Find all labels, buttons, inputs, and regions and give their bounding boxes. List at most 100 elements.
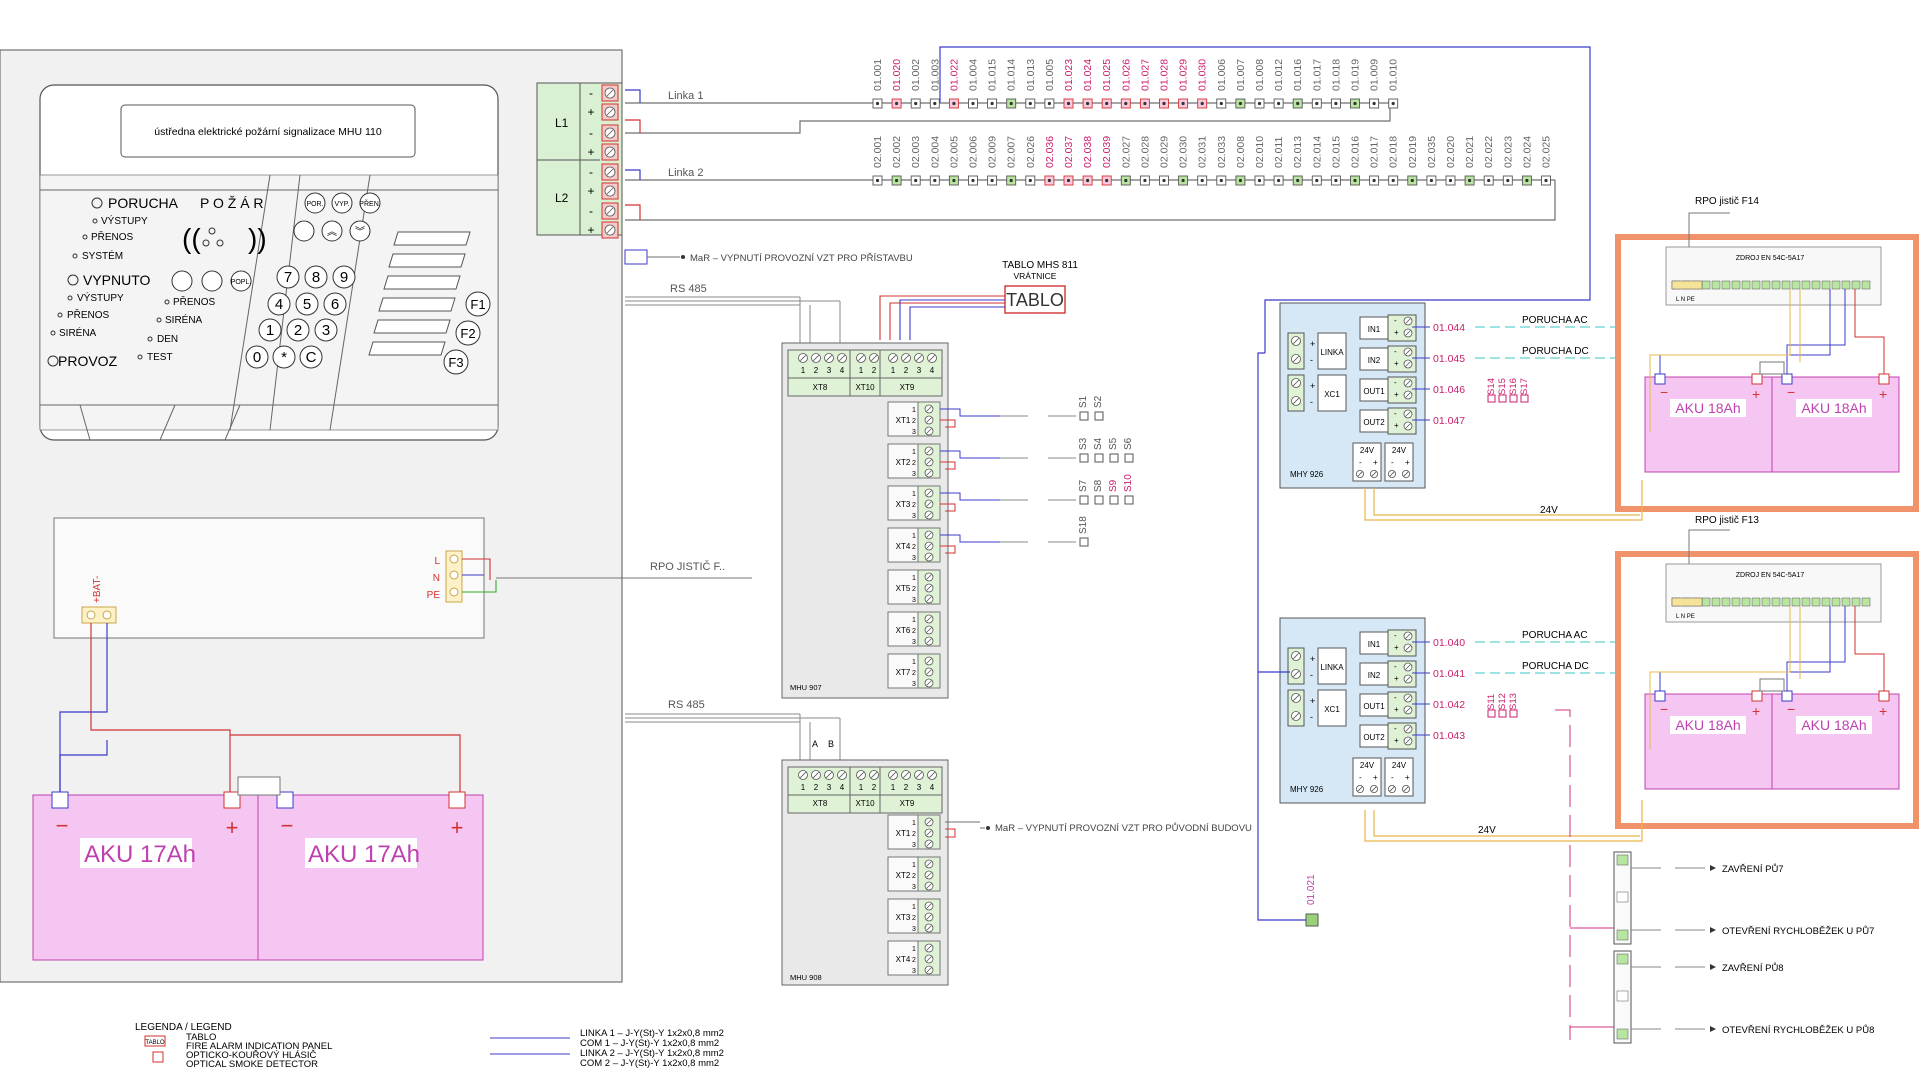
battery-aku18 — [1771, 376, 1900, 473]
button-por[interactable]: POR. — [304, 192, 326, 214]
detector-dot — [1372, 178, 1376, 183]
psu-terminal — [1761, 597, 1771, 607]
screw-slot — [929, 772, 935, 778]
keypad-key-4[interactable] — [267, 292, 291, 316]
detector-dot — [1200, 101, 1204, 106]
mhu908-xt8: XT8 — [813, 799, 828, 808]
module-pin-number: 4 — [840, 783, 845, 792]
detector-address: 02.013 — [1292, 136, 1304, 168]
relay-terminal — [1616, 1028, 1629, 1040]
screw-slot — [1293, 398, 1299, 404]
arrow-icon — [1710, 865, 1716, 871]
siren-label: S5 — [1108, 437, 1119, 450]
rpo-wire — [1688, 529, 1730, 564]
pin-number: 2 — [912, 670, 916, 677]
detector-dot — [1487, 178, 1491, 183]
detector-address: 02.025 — [1541, 136, 1553, 168]
rs485-bus-b — [625, 713, 841, 760]
function-key-F2[interactable] — [455, 320, 481, 346]
horn-button-icon[interactable] — [171, 270, 193, 292]
psu-terminal — [1761, 280, 1771, 290]
detector-dot — [990, 178, 994, 183]
detector-dot — [1219, 101, 1223, 106]
detector-address: 02.002 — [891, 136, 903, 168]
detector-dot — [1124, 101, 1128, 106]
keypad-key-0[interactable] — [245, 345, 269, 369]
psu-terminal — [1741, 280, 1751, 290]
relay-output-label: OTEVŘENÍ RYCHLOBĚŽEK U PŮ7 — [1722, 925, 1874, 937]
detector-address: 02.030 — [1178, 136, 1190, 168]
button-popl[interactable]: POPL. — [230, 270, 252, 292]
psu-terminal — [1731, 597, 1741, 607]
speaker-button-icon[interactable] — [293, 220, 315, 242]
detector-address: 01.025 — [1101, 59, 1113, 91]
siren-label: S11 — [1486, 694, 1497, 710]
screw-slot — [929, 355, 935, 361]
module-pin-number: 4 — [930, 783, 935, 792]
mhy-xc1-label: XC1 — [1324, 705, 1340, 714]
keypad-key-3[interactable] — [314, 318, 338, 342]
svg-text:−: − — [281, 813, 294, 838]
screw-slot — [858, 772, 864, 778]
detector-address: 01.018 — [1330, 59, 1342, 91]
detector-dot — [1296, 101, 1300, 106]
svg-text:−: − — [56, 813, 69, 838]
button-vyp[interactable]: VYP. — [331, 192, 353, 214]
aku18-label: AKU 18Ah — [1675, 717, 1740, 733]
chevron-down-button-icon[interactable] — [349, 220, 371, 242]
aku17-2-label: AKU 17Ah — [308, 841, 420, 868]
battery-link — [1759, 361, 1785, 375]
keypad-key-2[interactable] — [286, 318, 310, 342]
screw-slot — [926, 490, 932, 496]
keypad-key-5[interactable] — [295, 292, 319, 316]
detector-address: 02.011 — [1273, 137, 1285, 168]
svg-text:VYP.: VYP. — [334, 201, 349, 208]
psu-terminal — [1861, 280, 1871, 290]
screw-slot — [1371, 786, 1377, 792]
siren-label: S17 — [1519, 378, 1530, 395]
keypad-key-8[interactable] — [304, 265, 328, 289]
psu-terminal — [1771, 597, 1781, 607]
detector-address: 02.001 — [872, 136, 884, 168]
keypad-key-C[interactable] — [299, 345, 323, 369]
screw-slot — [926, 967, 932, 973]
detector-address: 02.003 — [910, 136, 922, 168]
detector-dot — [1086, 178, 1090, 183]
keypad-key-*[interactable] — [272, 345, 296, 369]
screw-slot — [813, 772, 819, 778]
terminal-polarity: - — [589, 86, 593, 100]
label-system: SYSTÉM — [82, 249, 123, 262]
pin-number: 3 — [912, 555, 916, 562]
siren-label: S8 — [1093, 479, 1104, 492]
psu-main-n: N — [433, 573, 440, 584]
siren-label: S10 — [1123, 474, 1134, 492]
keypad-key-6[interactable] — [323, 292, 347, 316]
module-connector-label: XT1 — [896, 829, 911, 838]
button-pren[interactable]: PŘEN. — [359, 192, 381, 214]
polarity-minus: - — [1310, 712, 1313, 722]
detector-address: 01.007 — [1235, 59, 1247, 91]
mhy-address: 01.046 — [1433, 384, 1465, 396]
battery-terminal — [1781, 373, 1793, 385]
reset-button-icon[interactable] — [201, 270, 223, 292]
screw-slot — [1293, 338, 1299, 344]
siren-label: S18 — [1078, 516, 1089, 534]
detector-address: 02.008 — [1235, 136, 1247, 168]
legend-det-cz: OPTICKO-KOUŘOVÝ HLÁSIČ — [186, 1050, 317, 1061]
siren-icon — [1094, 453, 1104, 463]
mhy-io-label: IN1 — [1368, 640, 1381, 649]
keypad-key-1[interactable] — [258, 318, 282, 342]
terminal-polarity: + — [587, 145, 594, 159]
module-pin-number: 2 — [814, 366, 819, 375]
detector-dot — [1200, 178, 1204, 183]
keypad-key-9[interactable] — [332, 265, 356, 289]
siren-label: S1 — [1078, 395, 1089, 408]
function-key-F1[interactable] — [465, 291, 491, 317]
psu-terminal — [1771, 280, 1781, 290]
keypad-key-7[interactable] — [276, 265, 300, 289]
linka1-label: Linka 1 — [668, 90, 703, 102]
function-key-F3[interactable] — [443, 349, 469, 375]
chevron-up-button-icon[interactable] — [321, 220, 343, 242]
screw-slot — [916, 355, 922, 361]
